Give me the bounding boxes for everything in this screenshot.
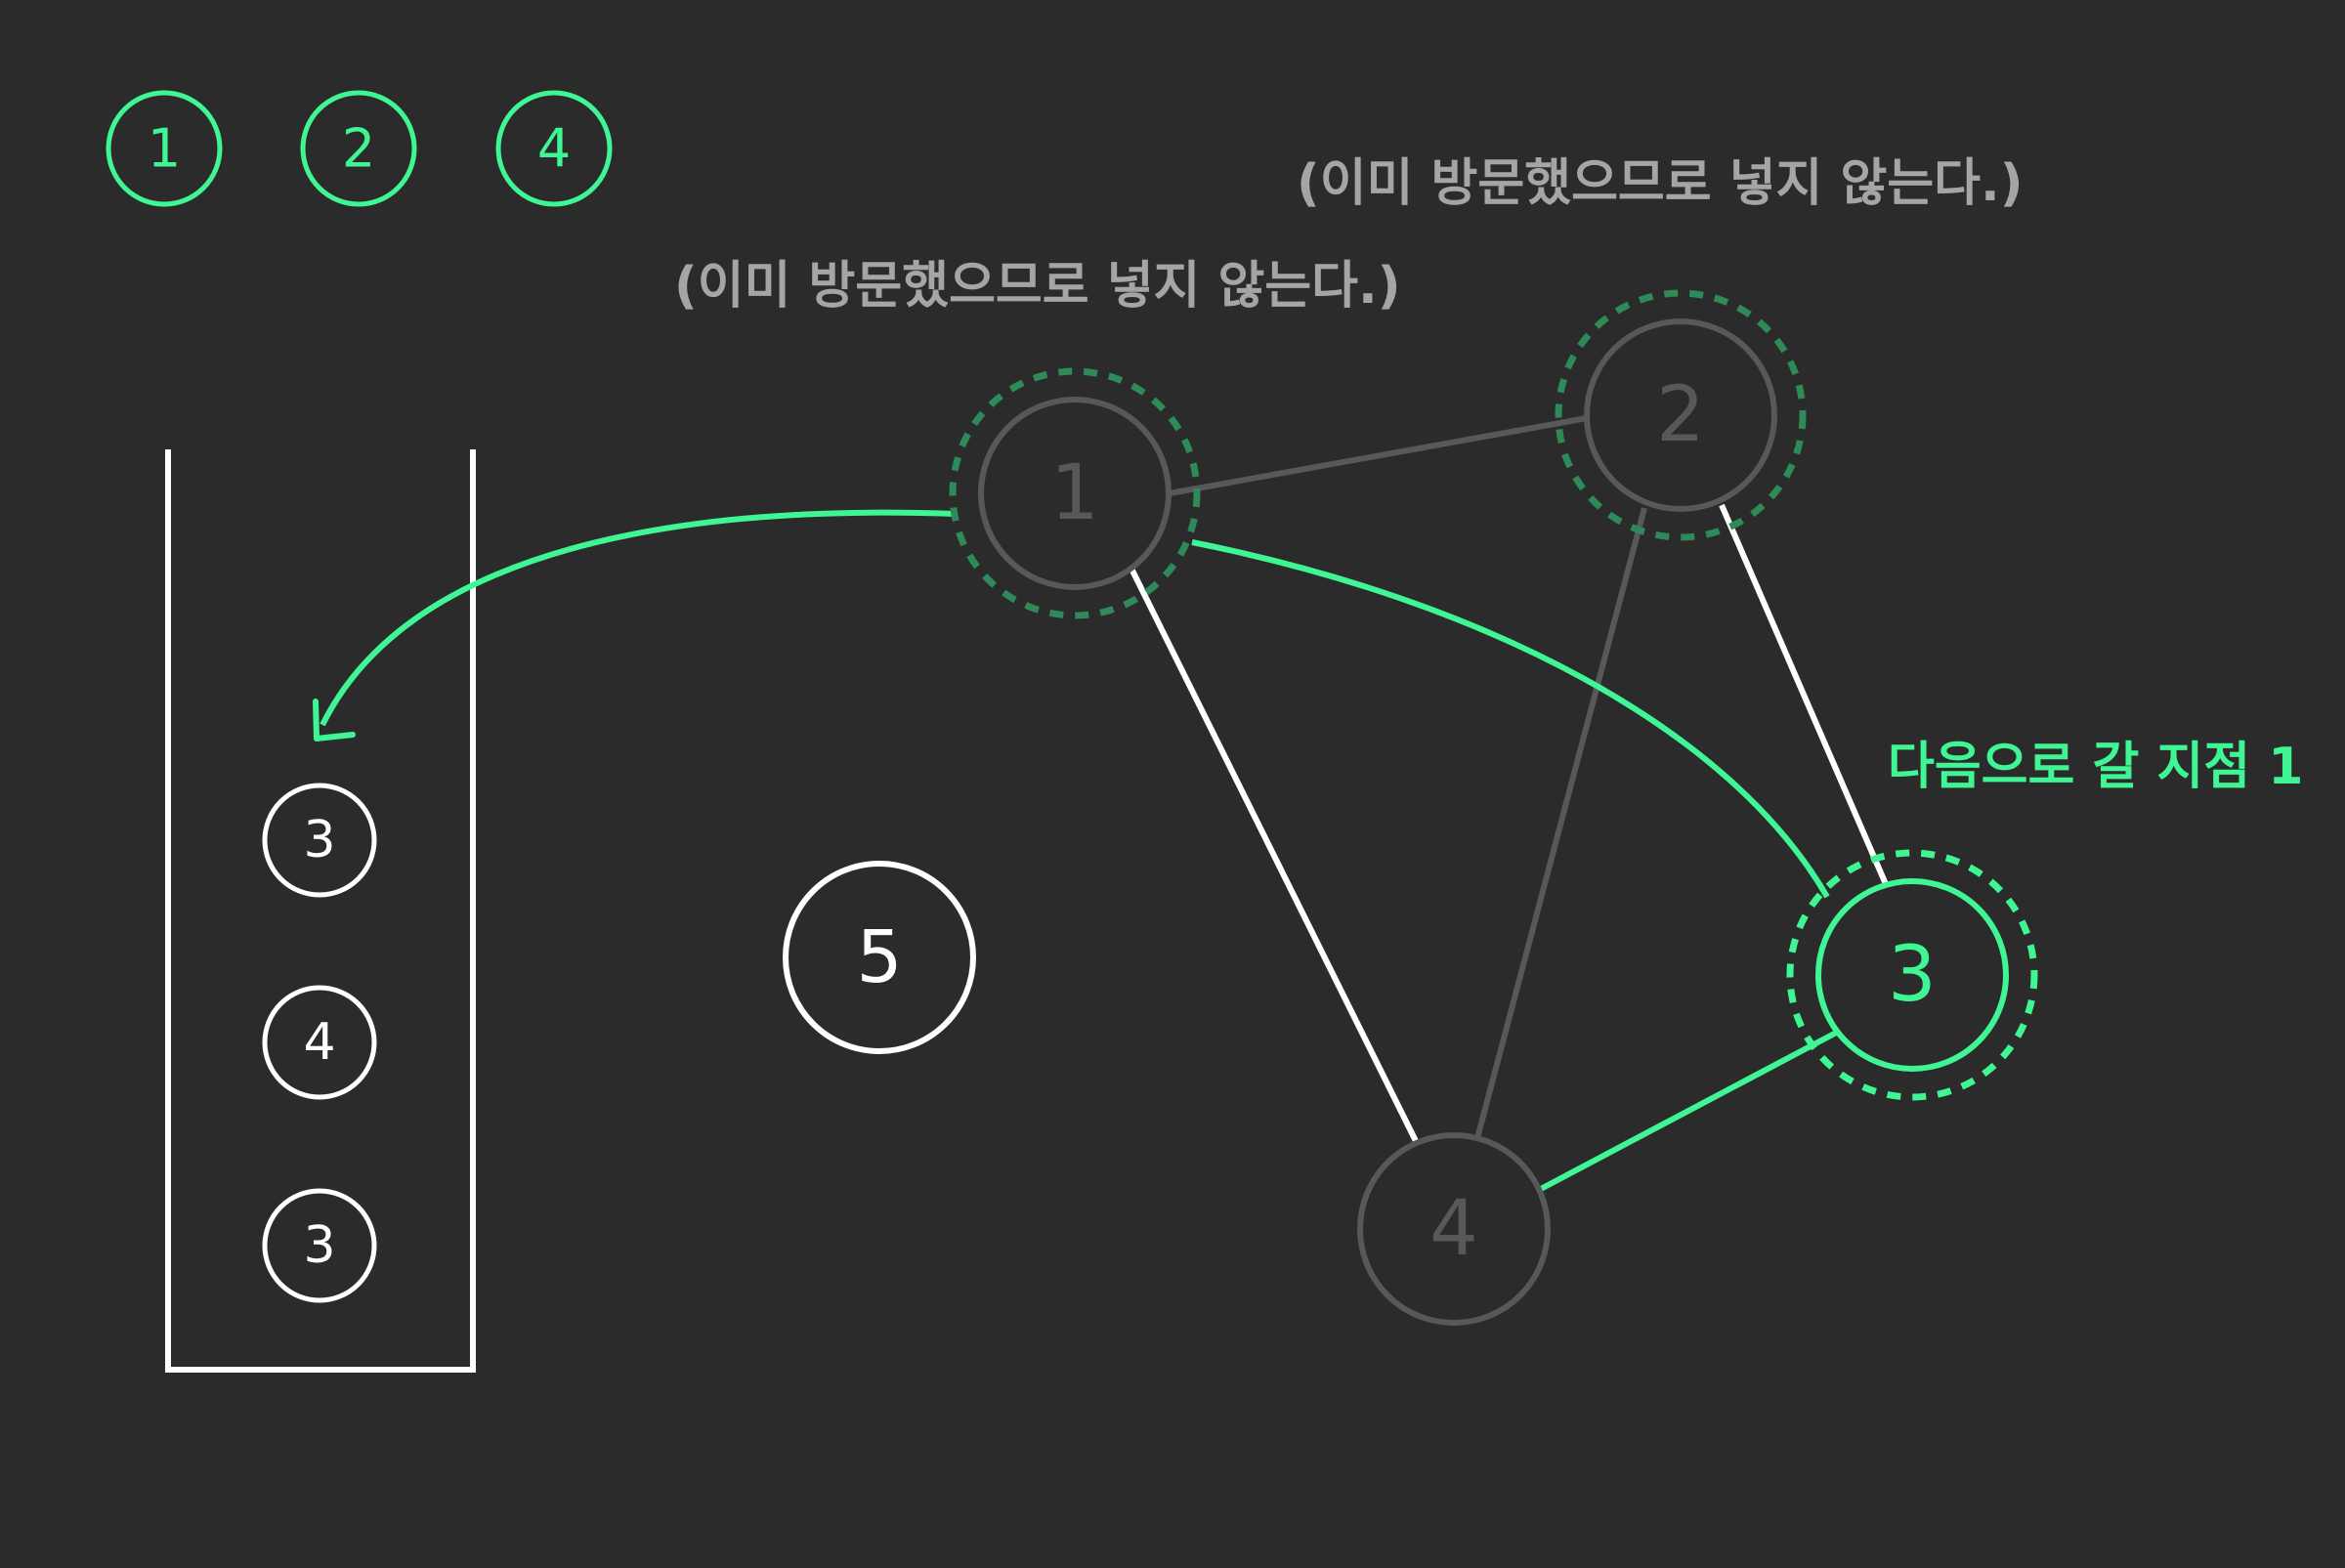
stack-circle	[262, 783, 377, 898]
stack-label: 3	[303, 811, 335, 869]
graph-node-2: 2	[1555, 289, 1807, 541]
note-already-visited-mid: (이미 방문했으므로 넣지 않는다.)	[674, 257, 1401, 316]
graph-node-4: 4	[1357, 1132, 1551, 1326]
traverse-path-1-3	[1191, 539, 1830, 899]
next-destination-label: 다음으로 갈 지점 1	[1888, 738, 2303, 796]
node-label: 4	[1429, 1185, 1478, 1273]
stack-circle	[262, 1188, 377, 1303]
visited-circle	[106, 90, 223, 207]
edge-4-3	[1537, 1028, 1842, 1193]
graph-edges	[1128, 415, 1889, 1193]
edge-1-2	[1169, 415, 1588, 496]
node-circle	[978, 397, 1172, 590]
visited-label: 1	[148, 118, 181, 180]
graph-node-1: 1	[949, 367, 1201, 619]
visited-label: 2	[342, 118, 375, 180]
stack-circle	[262, 985, 377, 1100]
stack-item: 3	[262, 1188, 377, 1303]
node-label: 3	[1888, 931, 1937, 1019]
stack-container	[165, 449, 476, 1373]
current-ring	[1786, 849, 2038, 1101]
curved-arrow-icon	[313, 509, 957, 742]
visited-circle	[495, 90, 613, 207]
edge-1-4	[1128, 565, 1420, 1145]
stack-item: 4	[262, 985, 377, 1100]
visited-ring	[1555, 289, 1807, 541]
visited-item: 2	[300, 90, 417, 207]
node-label: 2	[1656, 371, 1705, 459]
node-circle	[1815, 878, 2009, 1072]
push-arrow-head	[313, 699, 356, 742]
visited-label: 4	[537, 118, 571, 180]
free-node-label: 5	[856, 915, 902, 999]
node-label: 1	[1050, 449, 1099, 537]
note-already-visited-top: (이미 방문했으므로 넣지 않는다.)	[1297, 154, 2024, 213]
stack-label: 3	[303, 1216, 335, 1275]
visited-ring	[949, 367, 1201, 619]
free-node-circle	[783, 861, 976, 1054]
visited-item: 1	[106, 90, 223, 207]
edge-2-3	[1719, 503, 1889, 886]
edge-2-4	[1474, 507, 1647, 1139]
stack-label: 4	[303, 1013, 335, 1072]
graph-node-3: 3	[1786, 849, 2038, 1101]
visited-circle	[300, 90, 417, 207]
visited-list: 1 2 4	[106, 90, 613, 207]
push-arrow-line	[320, 509, 957, 727]
visited-item: 4	[495, 90, 613, 207]
node-circle	[1357, 1132, 1551, 1326]
stack: 3 4 3	[165, 449, 476, 1373]
stack-item: 3	[262, 783, 377, 898]
free-node: 5	[783, 861, 976, 1054]
node-circle	[1584, 318, 1777, 512]
